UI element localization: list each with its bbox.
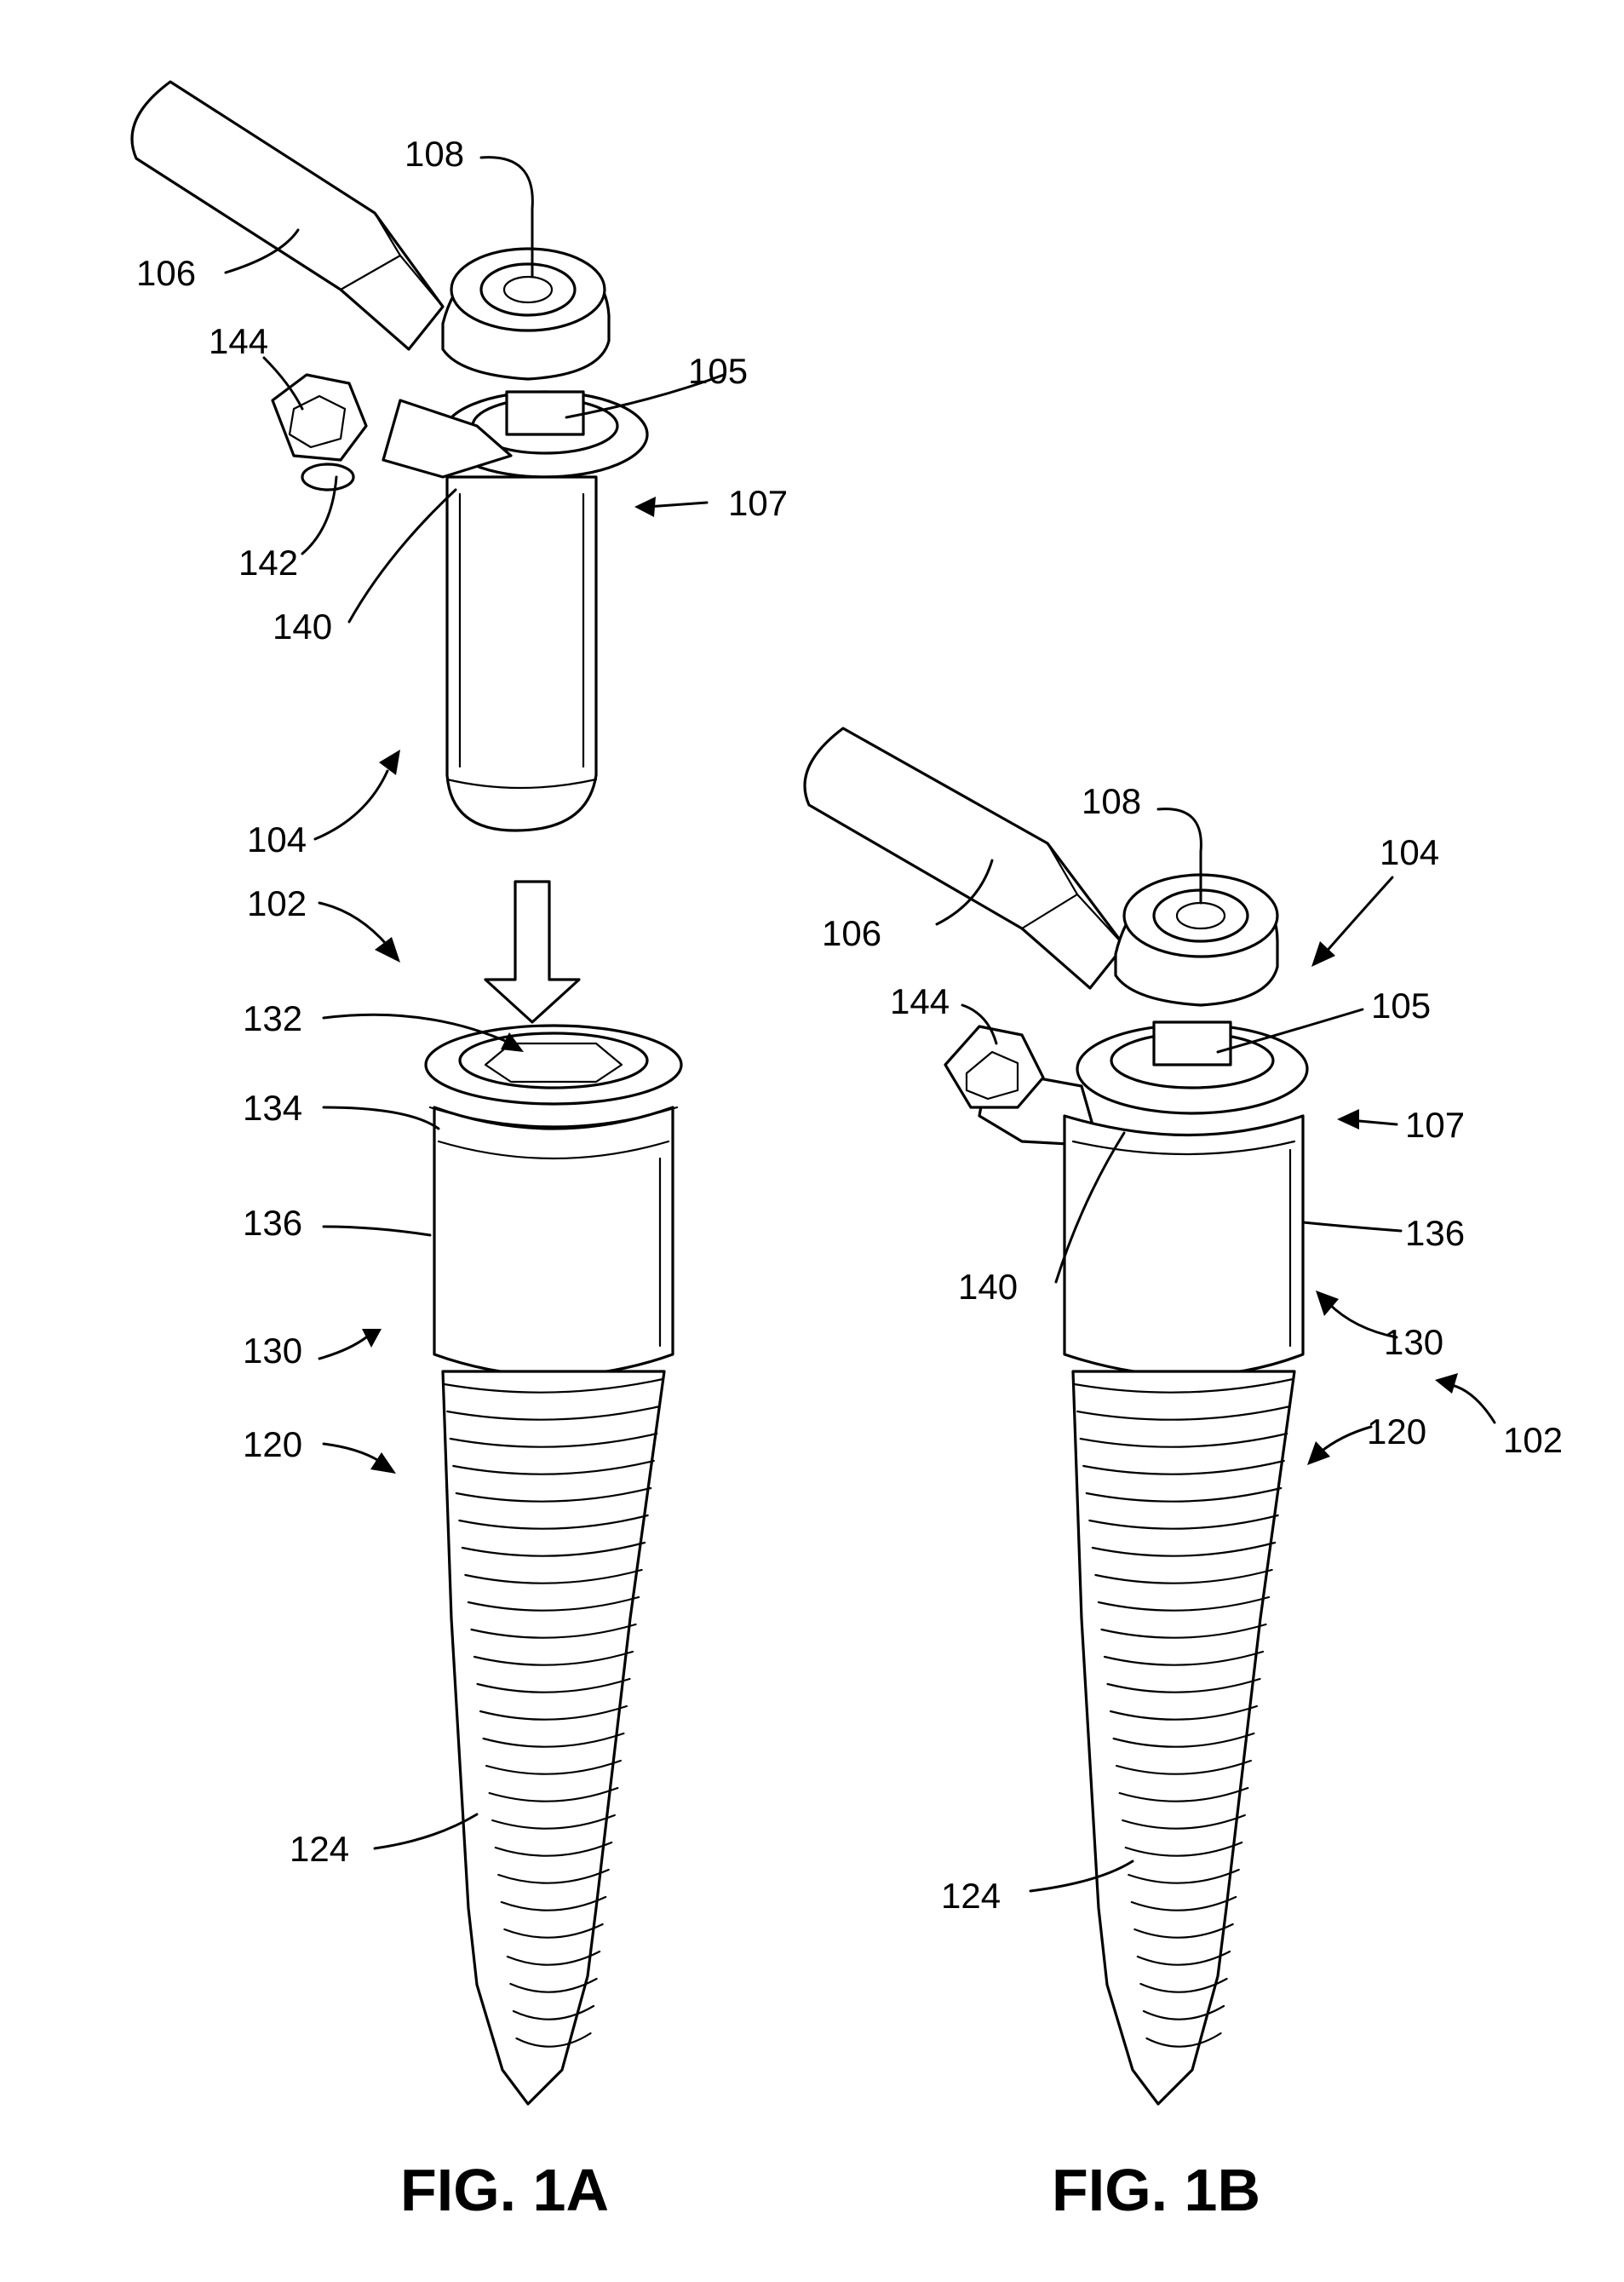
sleeve-104 bbox=[447, 477, 596, 831]
label-120: 120 bbox=[1367, 1411, 1426, 1451]
label-144: 144 bbox=[890, 981, 950, 1021]
label-106: 106 bbox=[136, 253, 196, 293]
fig-1b: 108 104 106 144 105 107 136 140 130 120 … bbox=[805, 728, 1563, 2223]
threaded-shank-120 bbox=[1073, 1371, 1294, 2104]
label-107: 107 bbox=[1405, 1105, 1465, 1145]
label-104: 104 bbox=[1380, 832, 1439, 872]
threaded-shank-120 bbox=[443, 1371, 664, 2104]
collar-107 bbox=[383, 392, 647, 477]
fig-1a: 108 106 144 105 107 142 140 104 102 132 … bbox=[132, 82, 788, 2223]
tulip-body-136 bbox=[1064, 1116, 1303, 1376]
label-102: 102 bbox=[1503, 1420, 1563, 1460]
label-132: 132 bbox=[243, 998, 302, 1038]
label-140: 140 bbox=[958, 1267, 1018, 1307]
label-105: 105 bbox=[1371, 986, 1431, 1026]
rod-106 bbox=[132, 82, 443, 349]
label-124: 124 bbox=[941, 1876, 1001, 1916]
label-108: 108 bbox=[1082, 781, 1141, 821]
caption-fig-1a: FIG. 1A bbox=[400, 2157, 609, 2223]
label-120: 120 bbox=[243, 1424, 302, 1464]
head-108 bbox=[1116, 875, 1277, 1005]
label-104: 104 bbox=[247, 819, 307, 859]
label-142: 142 bbox=[238, 543, 298, 583]
screw-head-130 bbox=[426, 1026, 681, 1376]
label-136: 136 bbox=[1405, 1213, 1465, 1253]
assembly-arrow bbox=[485, 882, 579, 1022]
label-107: 107 bbox=[728, 483, 788, 523]
label-144: 144 bbox=[209, 321, 268, 361]
label-106: 106 bbox=[822, 913, 881, 953]
label-130: 130 bbox=[243, 1331, 302, 1371]
label-136: 136 bbox=[243, 1203, 302, 1243]
caption-fig-1b: FIG. 1B bbox=[1052, 2157, 1260, 2223]
label-105: 105 bbox=[688, 351, 748, 391]
label-130: 130 bbox=[1384, 1322, 1443, 1362]
label-102: 102 bbox=[247, 883, 307, 923]
label-140: 140 bbox=[273, 606, 332, 647]
label-134: 134 bbox=[243, 1088, 302, 1128]
label-124: 124 bbox=[290, 1829, 349, 1869]
nut-144 bbox=[273, 375, 366, 490]
label-108: 108 bbox=[405, 134, 464, 174]
head-108 bbox=[443, 249, 609, 379]
